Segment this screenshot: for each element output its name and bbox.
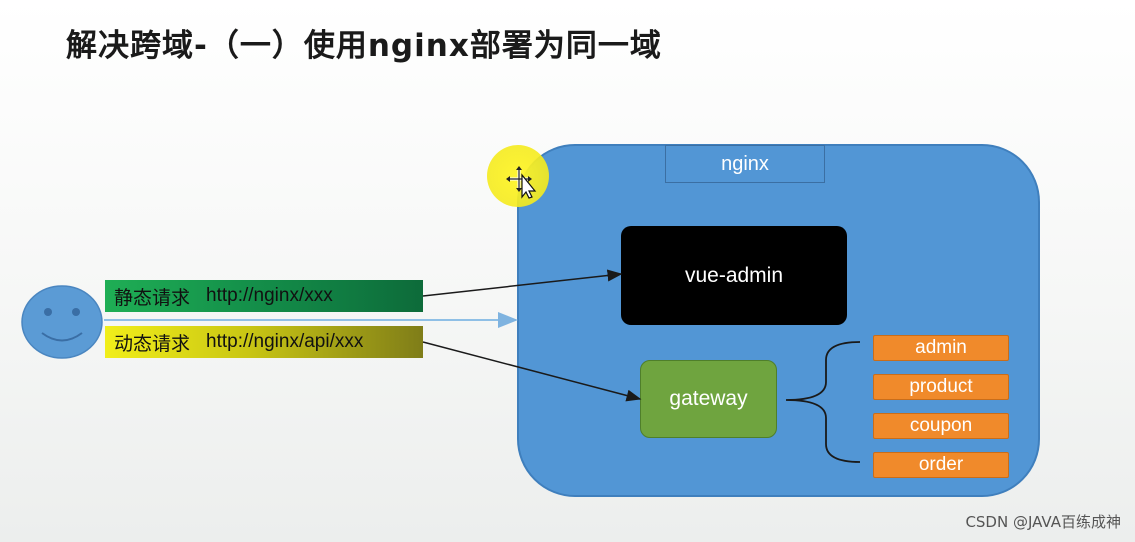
service-admin: admin	[873, 335, 1009, 361]
nginx-label: nginx	[665, 145, 825, 183]
static-request-label: 静态请求	[114, 286, 191, 309]
static-request-url: http://nginx/xxx	[206, 285, 333, 306]
page-title: 解决跨域-（一）使用nginx部署为同一域	[66, 28, 662, 64]
dynamic-request: 动态请求 http://nginx/api/xxx	[105, 326, 423, 358]
service-product: product	[873, 374, 1009, 400]
dynamic-request-label: 动态请求	[114, 332, 191, 355]
vue-admin-box: vue-admin	[621, 226, 847, 325]
watermark: CSDN @JAVA百练成神	[965, 513, 1121, 531]
static-request: 静态请求 http://nginx/xxx	[105, 280, 423, 312]
gateway-box: gateway	[640, 360, 777, 438]
service-coupon: coupon	[873, 413, 1009, 439]
service-order: order	[873, 452, 1009, 478]
dynamic-request-url: http://nginx/api/xxx	[206, 331, 364, 352]
smiley-face-icon	[21, 285, 103, 359]
move-cursor-icon	[506, 166, 537, 199]
